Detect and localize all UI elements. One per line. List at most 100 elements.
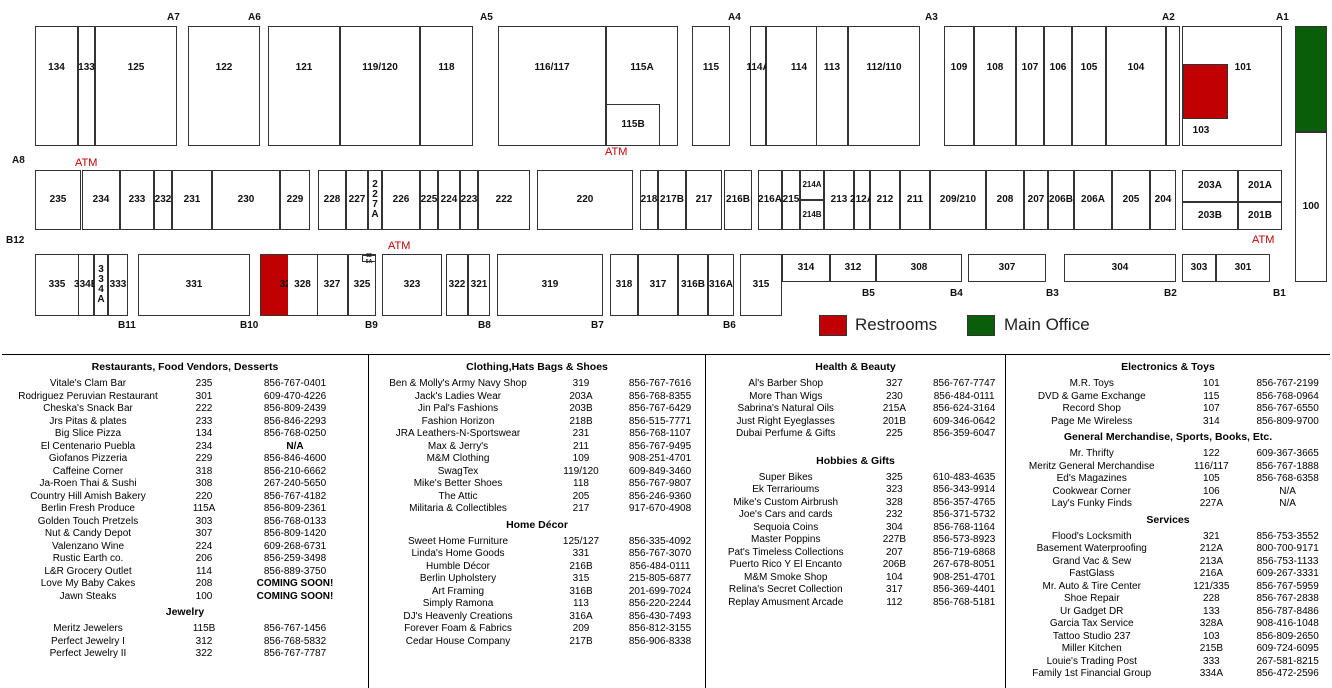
section-title: General Merchandise, Sports, Books, Etc.	[1063, 431, 1273, 443]
stall-203B: 203B	[1182, 202, 1238, 230]
vendor-name: Lay's Funky Finds	[1051, 498, 1132, 509]
stall-number: 227B	[882, 534, 907, 545]
stall-number: 215A	[882, 403, 907, 414]
section-title: Home Décor	[506, 518, 568, 531]
stall-133: 133	[78, 26, 95, 146]
vendor-phone: 856-573-8923	[933, 534, 996, 545]
stall-211: 211	[900, 170, 930, 230]
gate-A6: A6	[248, 12, 261, 23]
vendor-phone: 908-416-1048	[1256, 618, 1319, 629]
stall-number: 322	[195, 648, 213, 659]
stall-303: 303	[1182, 254, 1216, 282]
vendor-phone: 609-267-3331	[1256, 568, 1319, 579]
vendor-name: Miller Kitchen	[1061, 643, 1122, 654]
stall-225: 225	[420, 170, 438, 230]
stall-number: 115B	[192, 623, 216, 634]
stall-335: 335	[35, 254, 79, 316]
vendor-name: Forever Foam & Fabrics	[404, 623, 512, 634]
stall-number: 333	[1203, 655, 1220, 667]
stall-number: 208	[195, 578, 213, 589]
vendor-name: Jack's Ladies Wear	[414, 390, 502, 402]
vendor-phone: 856-906-8338	[628, 635, 692, 647]
vendor-phone: 856-210-6662	[263, 465, 327, 477]
stall-206A: 206A	[1074, 170, 1112, 230]
vendor-name: Simply Ramona	[422, 598, 494, 609]
stall-number: 107	[1203, 403, 1220, 414]
stall-number: 218B	[569, 415, 593, 427]
vendor-phone: COMING SOON!	[256, 578, 334, 589]
row1-block-tail	[1166, 26, 1180, 146]
vendor-phone: 917-670-4908	[628, 503, 692, 514]
vendor-phone: 856-809-1420	[263, 528, 327, 539]
stall-327: 327	[316, 254, 348, 316]
vendor-phone: 201-699-7024	[628, 585, 692, 597]
vendor-name: Puerto Rico Y El Encanto	[729, 559, 842, 570]
stall-number: 229	[195, 453, 213, 464]
vendor-phone: 856-767-2838	[1256, 593, 1319, 604]
gate-A1: A1	[1276, 12, 1289, 23]
vendor-name: Jawn Steaks	[59, 590, 117, 602]
stall-number: 119/120	[563, 465, 599, 477]
gate-B2: B2	[1164, 288, 1177, 299]
vendor-name: Family 1st Financial Group	[1032, 668, 1152, 679]
stall-number: 318	[195, 465, 213, 477]
stall-231: 231	[172, 170, 212, 230]
vendor-name: M&M Smoke Shop	[744, 571, 828, 583]
stall-216B: 216B	[724, 170, 752, 230]
stall-106: 106	[1044, 26, 1072, 146]
vendor-name: Berlin Fresh Produce	[41, 503, 135, 514]
vendor-phone: 856-768-0250	[263, 428, 327, 439]
vendor-name: Golden Touch Pretzels	[37, 515, 139, 527]
stall-number: 331	[572, 548, 590, 559]
vendor-name: Flood's Locksmith	[1051, 530, 1132, 542]
vendor-phone: 609-268-6731	[263, 540, 327, 552]
vendor-phone: 267-240-5650	[263, 478, 327, 489]
vendor-phone: 856-753-1133	[1256, 555, 1319, 567]
vendor-name: Garcia Tax Service	[1049, 618, 1134, 629]
vendor-phone: 215-805-6877	[628, 573, 692, 584]
vendor-phone: 856-767-7747	[933, 378, 996, 389]
stall-number: 227A	[1199, 498, 1224, 509]
vendor-phone: 856-767-9807	[628, 478, 692, 489]
stall-number: 122	[1203, 448, 1220, 459]
stall-number: 230	[886, 390, 903, 402]
vendor-name: Louie's Trading Post	[1046, 655, 1137, 667]
vendor-name: JRA Leathers-N-Sportswear	[395, 428, 521, 439]
stall-224: 224	[438, 170, 460, 230]
stall-number: 217	[572, 503, 590, 514]
section-title: Restaurants, Food Vendors, Desserts	[91, 361, 279, 373]
vendor-phone: 856-430-7493	[628, 610, 692, 622]
stall-number: 211	[573, 440, 589, 452]
vendor-phone: 856-809-9700	[1256, 415, 1319, 427]
vendor-name: The Attic	[438, 490, 478, 502]
stall-312: 312	[830, 254, 876, 282]
stall-number: 222	[195, 403, 213, 414]
vendor-phone: 908-251-4701	[933, 571, 996, 583]
vendor-name: Relina's Secret Collection	[728, 584, 843, 595]
vendor-name: Dubai Perfume & Gifts	[735, 428, 836, 439]
vendor-phone: 856-768-5181	[933, 596, 996, 608]
stall-220: 220	[537, 170, 633, 230]
vendor-phone: 856-624-3164	[933, 403, 996, 414]
gate-A8: A8	[12, 155, 25, 166]
vendor-name: SwagTex	[437, 465, 479, 477]
vendor-phone: N/A	[1279, 498, 1296, 509]
